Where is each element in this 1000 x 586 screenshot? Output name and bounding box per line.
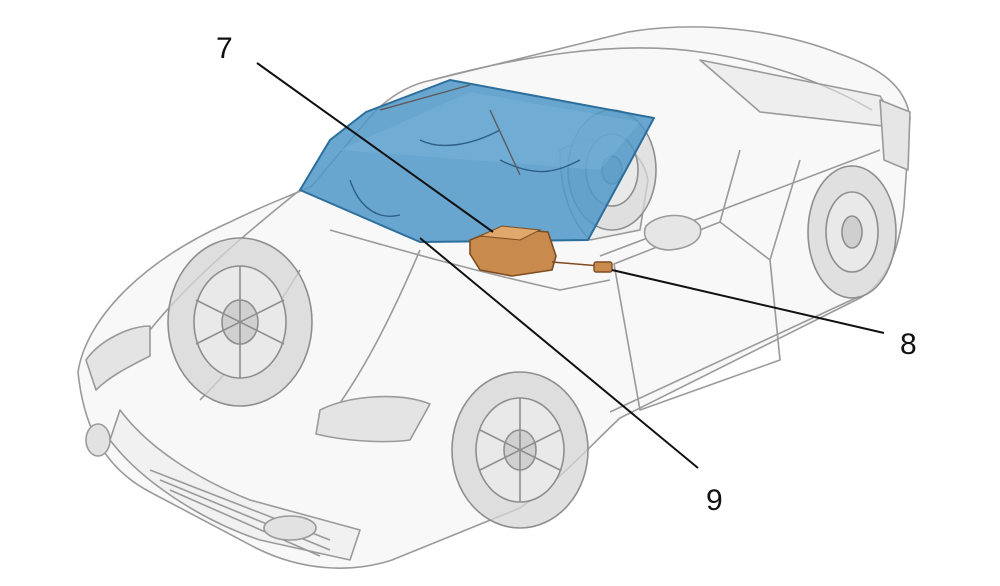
connector-body xyxy=(593,261,613,273)
door-outline xyxy=(613,221,781,411)
windscreen xyxy=(299,79,655,243)
sill-line xyxy=(609,295,861,413)
a-pillar xyxy=(379,84,521,176)
interior-wiring xyxy=(349,129,581,217)
windscreen-glass xyxy=(299,79,655,243)
wheel-front-right xyxy=(451,371,589,529)
leader-lines xyxy=(256,62,885,469)
leader-line-9 xyxy=(419,237,699,469)
leader-line-8 xyxy=(611,269,885,334)
windscreen-highlight xyxy=(340,92,640,170)
callout-label-7: 7 xyxy=(216,32,233,65)
callout-label-8: 8 xyxy=(900,328,917,361)
headlight-left xyxy=(85,325,151,391)
leader-line-7 xyxy=(256,62,494,233)
dashboard-line xyxy=(329,229,611,291)
control-unit xyxy=(469,225,613,277)
b-pillar xyxy=(719,149,801,261)
connector xyxy=(593,261,613,273)
headlight-right xyxy=(315,395,431,443)
wheel-rear-right xyxy=(807,165,897,299)
callout-labels: 7 8 9 xyxy=(216,32,917,517)
fog-light-right xyxy=(263,515,317,541)
wheel-front-left xyxy=(167,237,313,407)
car-silhouette xyxy=(77,26,911,569)
wing-mirror xyxy=(643,214,702,251)
control-unit-top xyxy=(478,225,542,241)
rear-light xyxy=(879,99,911,171)
callout-label-9: 9 xyxy=(706,484,723,517)
fog-light-left xyxy=(85,423,111,457)
